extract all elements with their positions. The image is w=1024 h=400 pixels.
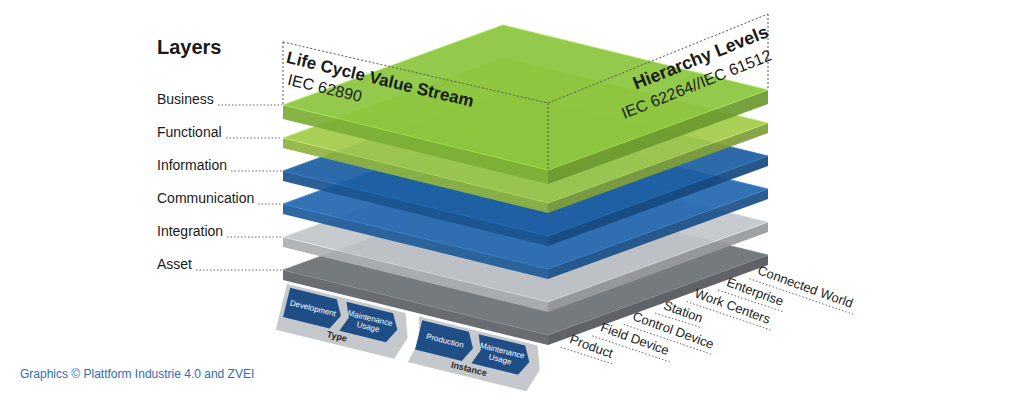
leader-lines xyxy=(196,105,853,364)
layer-name: Information xyxy=(157,157,227,173)
diagram-title: Layers xyxy=(157,36,222,59)
leader-line xyxy=(227,237,282,238)
axis-line xyxy=(548,103,549,170)
copyright-note: Graphics © Plattform Industrie 4.0 and Z… xyxy=(20,368,254,382)
chevron-shape xyxy=(415,320,477,362)
leader-line xyxy=(258,204,282,205)
leader-line xyxy=(196,270,282,271)
layer-name: Integration xyxy=(157,223,223,239)
leader-line xyxy=(218,105,282,106)
leader-line xyxy=(231,171,282,172)
layer-name: Business xyxy=(157,91,214,107)
layer-name: Communication xyxy=(157,190,254,206)
band-shape xyxy=(408,316,545,393)
leader-line xyxy=(226,138,282,139)
chevron-shape xyxy=(339,302,401,344)
band-shape xyxy=(276,284,413,361)
chevron-shape xyxy=(283,288,345,330)
layer-name: Functional xyxy=(157,124,222,140)
axis-line xyxy=(283,42,284,105)
layer-name: Asset xyxy=(157,256,192,272)
